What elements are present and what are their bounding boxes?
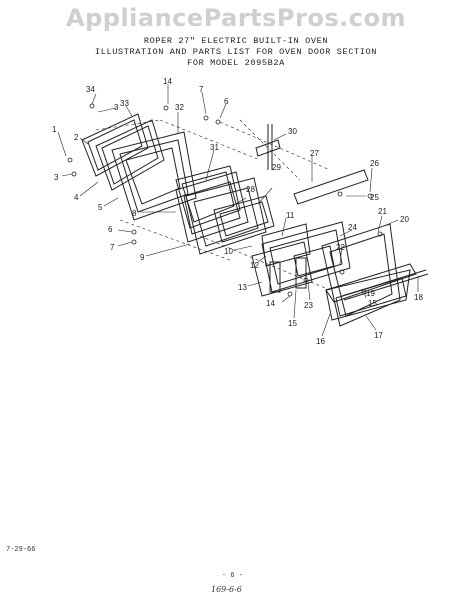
callout-25: 25 (370, 193, 379, 202)
callout-18: 18 (414, 293, 423, 302)
callout-14-top: 14 (163, 77, 172, 86)
part-5-door-panel (111, 131, 197, 221)
callout-7-side: 7 (110, 243, 115, 252)
part-23-spacer (269, 257, 307, 293)
callout-2: 2 (74, 133, 79, 142)
part-30-hinge-rod (255, 124, 281, 170)
callout-11: 11 (286, 211, 295, 220)
part-31-window-pack (175, 165, 241, 229)
diagram-title-line-3: FOR MODEL 2095B2A (187, 58, 285, 68)
callout-33: 33 (120, 99, 129, 108)
part-2-outer-glass (81, 113, 149, 177)
callout-17: 17 (374, 331, 383, 340)
callout-22: 22 (336, 243, 345, 252)
callout-13: 13 (238, 283, 247, 292)
callout-24: 24 (348, 223, 357, 232)
callout-34: 34 (86, 85, 95, 94)
callout-7-top: 7 (199, 85, 204, 94)
callout-6-side: 6 (108, 225, 113, 234)
part-9-door-liner (185, 177, 267, 255)
callout-30: 30 (288, 127, 297, 136)
part-27-vent-strip (293, 169, 369, 205)
callout-labels: 34 3 33 1 2 3 4 5 14 32 7 6 30 31 29 28 … (52, 77, 423, 346)
callout-26: 26 (370, 159, 379, 168)
callout-3-side: 3 (54, 173, 59, 182)
callout-4: 4 (74, 193, 79, 202)
callout-19: 19 (366, 289, 375, 298)
diagram-title-line-2: ILLUSTRATION AND PARTS LIST FOR OVEN DOO… (94, 47, 378, 57)
part-11-window-bracket (261, 223, 311, 267)
callout-32: 32 (175, 103, 184, 112)
part-33-trim-frame (95, 119, 165, 191)
callout-29: 29 (272, 163, 281, 172)
assembly-guide-lines (95, 119, 331, 291)
part-21-outer-door-frame (321, 223, 401, 327)
callout-16: 16 (316, 337, 325, 346)
callout-21: 21 (378, 207, 387, 216)
watermark: AppliancePartsPros.com (66, 4, 406, 32)
callout-23: 23 (304, 301, 313, 310)
footer-page-number: - 6 - (222, 572, 244, 580)
callout-15-right: 15 (368, 299, 377, 308)
diagram-title-line-1: ROPER 27" ELECTRIC BUILT-IN OVEN (143, 36, 329, 46)
callout-20: 20 (400, 215, 409, 224)
part-18-handle (341, 269, 429, 301)
footer-handwritten-note: 169-6-6 (211, 585, 242, 594)
callout-leader-lines (57, 84, 419, 337)
callout-15-left: 15 (288, 319, 297, 328)
callout-6-top: 6 (224, 97, 229, 106)
footer-date: 7-29-66 (6, 546, 36, 554)
part-29-glass-panel (213, 195, 275, 243)
callout-9: 9 (140, 253, 145, 262)
callout-31: 31 (210, 143, 219, 152)
callout-28: 28 (246, 185, 255, 194)
callout-5: 5 (98, 203, 103, 212)
callout-1: 1 (52, 125, 57, 134)
callout-10: 10 (224, 247, 233, 256)
callout-3-top: 3 (114, 103, 119, 112)
callout-8: 8 (132, 209, 137, 218)
part-8-inner-window-frame (175, 171, 249, 243)
callout-12: 12 (250, 261, 259, 270)
callout-27: 27 (310, 149, 319, 158)
callout-14-bottom: 14 (266, 299, 275, 308)
